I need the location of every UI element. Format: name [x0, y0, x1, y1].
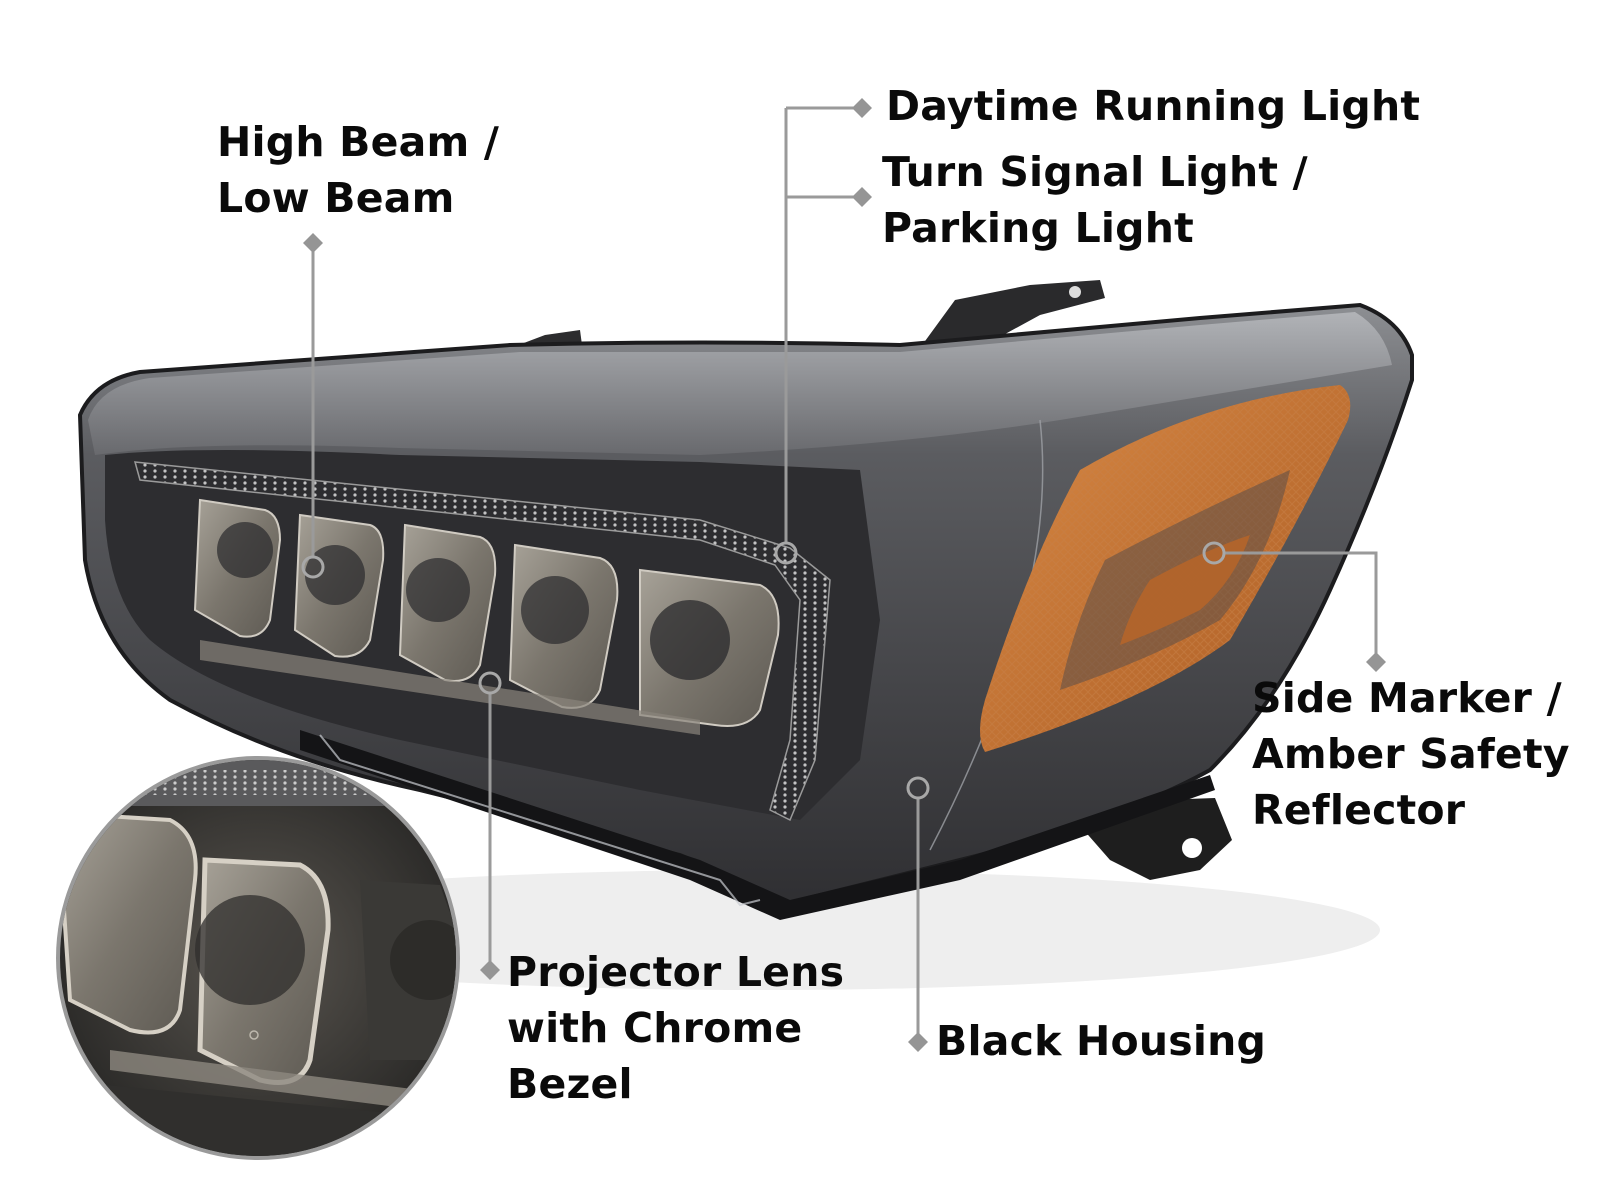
label-line: Low Beam	[217, 174, 455, 222]
label-line: High Beam /	[217, 118, 500, 166]
label-line: Amber Safety	[1252, 730, 1570, 778]
label-line: Bezel	[507, 1060, 633, 1108]
label-line: Projector Lens	[507, 948, 845, 996]
projector-pods	[193, 498, 780, 735]
projector-detail-inset	[56, 756, 460, 1160]
diamond-icon	[908, 1032, 928, 1052]
callout-black-housing: Black Housing	[936, 1013, 1266, 1069]
side-marker-marker-icon	[1202, 541, 1226, 565]
label-line: Parking Light	[882, 204, 1194, 252]
callout-turn-signal: Turn Signal Light / Parking Light	[882, 144, 1308, 256]
diamond-icon	[303, 233, 323, 253]
drl-strip	[133, 461, 831, 822]
callout-projector-lens: Projector Lens with Chrome Bezel	[507, 944, 844, 1112]
label-line: with Chrome	[507, 1004, 803, 1052]
clear-lens-top	[88, 312, 1392, 455]
diamond-icon	[1366, 652, 1386, 672]
label-line: Black Housing	[936, 1017, 1267, 1065]
callout-high-low-beam: High Beam / Low Beam	[217, 114, 499, 226]
label-line: Reflector	[1252, 786, 1466, 834]
housing-marker-icon	[906, 776, 930, 800]
label-line: Daytime Running Light	[886, 82, 1421, 130]
callout-daytime-running-light: Daytime Running Light	[886, 78, 1420, 134]
diamond-icon	[480, 960, 500, 980]
diamond-icon	[852, 187, 872, 207]
high-beam-marker-icon	[301, 555, 325, 579]
label-line: Side Marker /	[1252, 674, 1562, 722]
label-line: Turn Signal Light /	[882, 148, 1308, 196]
callout-diamonds	[303, 98, 1386, 1052]
callout-side-marker: Side Marker / Amber Safety Reflector	[1252, 670, 1570, 838]
drl-marker-icon	[774, 541, 798, 565]
diamond-icon	[852, 98, 872, 118]
amber-side-marker	[980, 385, 1351, 752]
projector-marker-icon	[478, 671, 502, 695]
callout-endpoint-circles	[301, 541, 1226, 800]
callout-lines	[311, 106, 1378, 1040]
